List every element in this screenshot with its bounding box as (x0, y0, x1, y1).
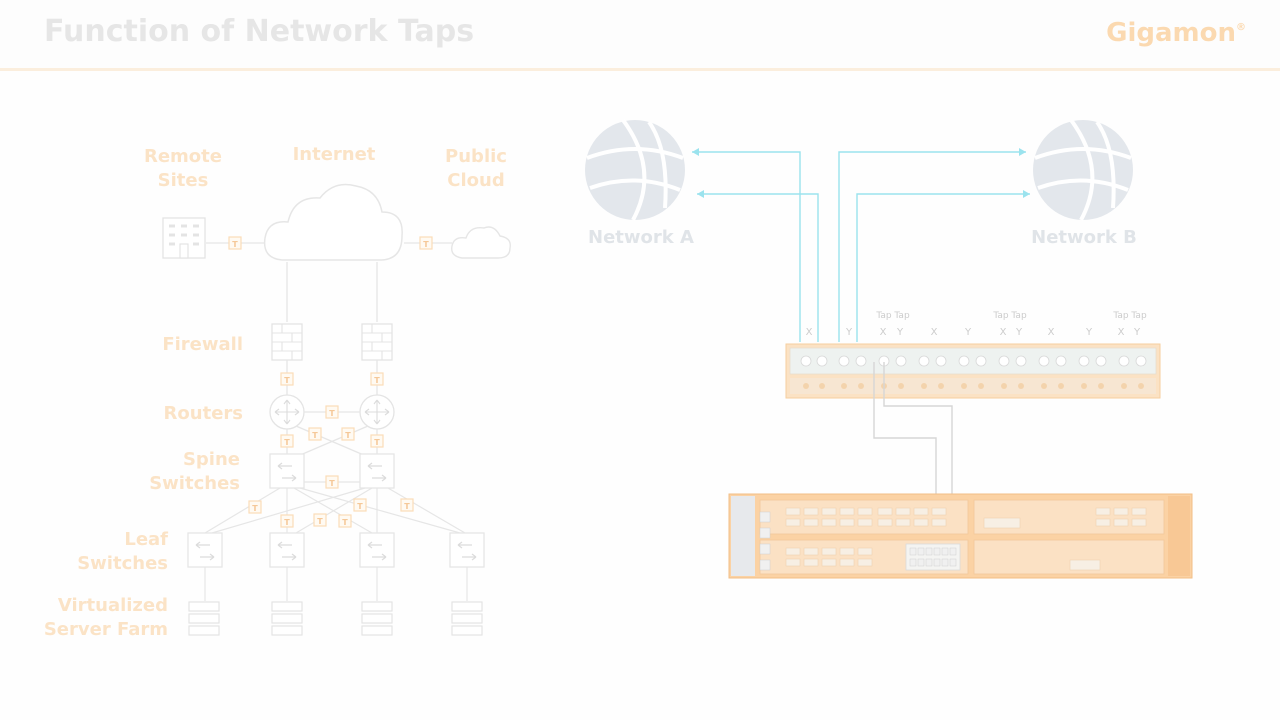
tap-icon (280, 434, 294, 448)
port-label: X (931, 327, 938, 338)
network-b-globe-icon (1031, 118, 1135, 222)
arrow-icon (1023, 190, 1030, 198)
tap-icon (280, 514, 294, 528)
label-public-cloud-line2: Cloud (447, 170, 504, 191)
tap-icon (370, 434, 384, 448)
tap-label: Tap Tap (875, 311, 910, 321)
port-label: X (1118, 327, 1125, 338)
port-label: Y (1133, 327, 1141, 338)
tap-icon (353, 498, 367, 512)
label-leaf-line1: Leaf (124, 529, 168, 550)
label-remote-sites: Remote Sites (144, 146, 222, 191)
server-icon (451, 601, 483, 636)
building-icon (162, 217, 206, 259)
label-server-line2: Server Farm (44, 619, 168, 640)
label-spine-line2: Switches (149, 473, 240, 494)
arrow-icon (1019, 148, 1026, 156)
port-label: Y (845, 327, 853, 338)
spine-switch-icon (269, 453, 305, 489)
network-a-globe-icon (583, 118, 687, 222)
tap-icon (400, 498, 414, 512)
tap-icon (308, 427, 322, 441)
header-bar: Function of Network Taps Gigamon® (0, 0, 1280, 71)
tap-icon (370, 372, 384, 386)
label-public-cloud-line1: Public (445, 146, 507, 167)
arrow-icon (697, 190, 704, 198)
port-label: X (1000, 327, 1007, 338)
gigamon-logo: Gigamon® (1106, 18, 1246, 48)
link-router-spine-cross (295, 425, 367, 457)
label-routers: Routers (164, 403, 243, 424)
spine-switch-icon (359, 453, 395, 489)
tap-icon (338, 514, 352, 528)
firewall-icon (271, 323, 303, 361)
network-b-label: Network B (1031, 227, 1137, 248)
tap-panel-device (785, 343, 1161, 399)
network-links (692, 151, 1030, 342)
leaf-switch-icon (449, 532, 485, 568)
label-server-farm: Virtualized Server Farm (44, 595, 168, 640)
label-firewall: Firewall (162, 334, 243, 355)
port-label: X (1048, 327, 1055, 338)
port-label: Y (964, 327, 972, 338)
network-a-label: Network A (588, 227, 694, 248)
label-remote-sites-line1: Remote (144, 146, 222, 167)
label-leaf-line2: Switches (77, 553, 168, 574)
tap-markers (228, 236, 433, 528)
router-icon (269, 394, 305, 430)
server-icon (271, 601, 303, 636)
port-label: X (880, 327, 887, 338)
internet-cloud-icon (263, 183, 403, 261)
tap-icon (325, 475, 339, 489)
label-internet: Internet (293, 144, 376, 165)
tap-icon (280, 372, 294, 386)
spine-leaf-mesh (204, 487, 466, 534)
tap-icon (313, 513, 327, 527)
leaf-server-links (204, 567, 468, 601)
link-router-spine-cross (297, 425, 369, 457)
logo-registered-mark: ® (1236, 22, 1246, 33)
server-icon (188, 601, 220, 636)
tap-label: Tap Tap (1112, 311, 1147, 321)
port-label: X (806, 327, 813, 338)
tap-icon (248, 500, 262, 514)
public-cloud-icon (451, 226, 511, 259)
server-icon (361, 601, 393, 636)
page-title: Function of Network Taps (44, 14, 475, 49)
monitor-links (873, 362, 953, 512)
leaf-switch-icon (359, 532, 395, 568)
tap-icon (228, 236, 242, 250)
label-remote-sites-line2: Sites (158, 170, 209, 191)
port-label: Y (896, 327, 904, 338)
gigamon-appliance (728, 493, 1193, 579)
router-icon (359, 394, 395, 430)
tap-label: Tap Tap (992, 311, 1027, 321)
arrow-icon (692, 148, 699, 156)
leaf-switch-icon (187, 532, 223, 568)
port-label: Y (1085, 327, 1093, 338)
tap-panel-labels: Tap Tap Tap Tap Tap Tap X Y X Y X Y X Y … (806, 311, 1147, 338)
tap-icon (419, 236, 433, 250)
label-leaf-switches: Leaf Switches (77, 529, 168, 574)
firewall-icon (361, 323, 393, 361)
label-server-line1: Virtualized (58, 595, 168, 616)
port-label: Y (1015, 327, 1023, 338)
label-public-cloud: Public Cloud (445, 146, 507, 191)
label-spine-line1: Spine (183, 449, 240, 470)
tap-icon (341, 427, 355, 441)
logo-text: Gigamon (1106, 18, 1236, 48)
label-spine-switches: Spine Switches (149, 449, 240, 494)
tap-icon (325, 405, 339, 419)
leaf-switch-icon (269, 532, 305, 568)
